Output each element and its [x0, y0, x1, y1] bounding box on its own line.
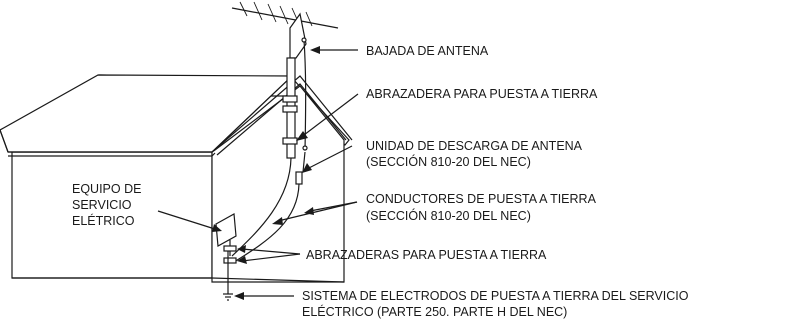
antenna-element	[239, 1, 248, 17]
label-discharge-unit-ref: (SECCIÓN 810-20 DEL NEC)	[366, 154, 531, 169]
mast-clamp	[282, 95, 298, 103]
electric-service	[215, 213, 237, 301]
antenna-mast-top	[289, 12, 307, 59]
house-illustration	[0, 74, 353, 283]
gable-barge-inner	[216, 83, 347, 156]
label-grounding-conductors-ref: (SECCIÓN 810-20 DEL NEC)	[366, 208, 531, 223]
ground-clamp-lower	[223, 257, 237, 264]
label-electrode-system-1: SISTEMA DE ELECTRODOS DE PUESTA A TIERRA…	[302, 289, 689, 303]
lead-in-clamp-dot	[302, 145, 308, 151]
label-ground-clamp: ABRAZADERA PARA PUESTA A TIERRA	[366, 87, 598, 101]
service-equipment-box	[215, 213, 237, 247]
mast-ground-clamp	[282, 137, 298, 145]
antenna-element	[253, 1, 263, 21]
ground-clamp-upper	[223, 245, 237, 252]
label-ground-clamps: ABRAZADERAS PARA PUESTA A TIERRA	[306, 248, 547, 262]
label-electrode-system-2: ELÉCTRICO (PARTE 250. PARTE H DEL NEC)	[302, 304, 567, 319]
label-service-equipment-3: ELÉTRICO	[72, 213, 135, 228]
gable-barge	[211, 75, 353, 153]
antenna-element	[305, 11, 313, 27]
lead-in-connector	[301, 37, 307, 43]
mast-clamp	[282, 105, 298, 113]
lead-in-to-discharge	[302, 151, 306, 173]
antenna-element	[267, 3, 277, 23]
callout-labels: BAJADA DE ANTENA ABRAZADERA PARA PUESTA …	[72, 44, 689, 319]
label-service-equipment-2: SERVICIO	[72, 198, 132, 212]
label-service-equipment-1: EQUIPO DE	[72, 182, 141, 196]
antenna-element	[279, 5, 289, 25]
wall-base-side	[211, 277, 345, 283]
label-antenna-lead-in: BAJADA DE ANTENA	[366, 44, 489, 58]
label-grounding-conductors: CONDUCTORES DE PUESTA A TIERRA	[366, 192, 597, 206]
grounding-conductor-2	[233, 183, 300, 263]
callout-leaders	[157, 46, 359, 300]
antenna-discharge-unit	[295, 171, 303, 185]
roof-eave-thickness	[8, 152, 216, 157]
label-discharge-unit: UNIDAD DE DESCARGA DE ANTENA	[366, 139, 583, 153]
roof-front-edge	[0, 129, 9, 153]
